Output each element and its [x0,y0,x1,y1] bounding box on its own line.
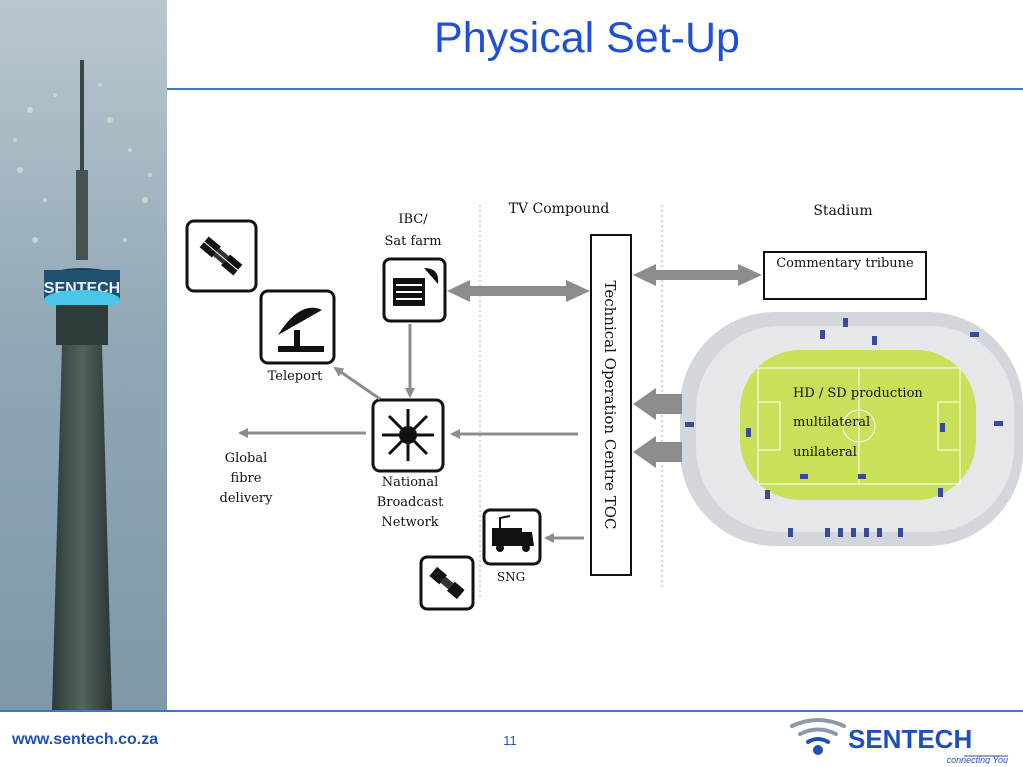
nbn-label-line3: Network [381,515,438,530]
page-title: Physical Set-Up [434,14,740,62]
satellite-icon [185,219,258,293]
footer-url-link[interactable]: www.sentech.co.za [12,731,159,748]
stadium-to-toc-arrow-upper [633,388,682,420]
ibc-building-icon [382,257,447,323]
teleport-label: Teleport [268,369,324,384]
ibc-label-line2: Sat farm [384,234,441,249]
title-divider [167,88,1023,90]
global-label-line1: Global [225,451,268,466]
logo-tagline: connecting You [947,755,1008,764]
global-label-line2: fibre [231,471,262,486]
commentary-label: Commentary tribune [776,256,914,271]
ibc-toc-double-arrow [447,280,590,302]
toc-box [590,234,632,576]
tower-photo: SENTECH [0,0,167,710]
network-hub-icon [371,398,445,473]
satellite-icon [419,555,475,611]
toc-label: Technical Operation Centre TOC [601,281,619,530]
nbn-label-line2: Broadcast [377,495,444,510]
sentech-logo: SENTECH connecting You [790,718,1008,764]
teleport-dish-icon [259,289,336,365]
nbn-label-line1: National [382,475,439,490]
sng-label: SNG [497,570,525,584]
ibc-label-line1: IBC/ [398,212,428,227]
toc-commentary-double-arrow [633,264,762,286]
footer-divider [0,710,1023,712]
logo-wordmark: SENTECH [848,724,972,754]
commentary-box [763,251,927,300]
zone-label-stadium: Stadium [813,203,872,219]
global-label-line3: delivery [220,491,274,506]
page-number: 11 [503,733,517,748]
production-line3: unilateral [793,445,857,460]
stadium-to-toc-arrow-lower [633,436,682,468]
sng-van-icon [482,508,542,566]
physical-setup-diagram: TV Compound Stadium Teleport IBC/ Sat fa… [185,201,1023,611]
zone-label-tv-compound: TV Compound [509,201,610,217]
stadium-illustration [680,312,1023,546]
production-line2: multilateral [793,415,870,430]
nbn-to-teleport-arrow [333,366,381,401]
production-line1: HD / SD production [793,386,923,401]
